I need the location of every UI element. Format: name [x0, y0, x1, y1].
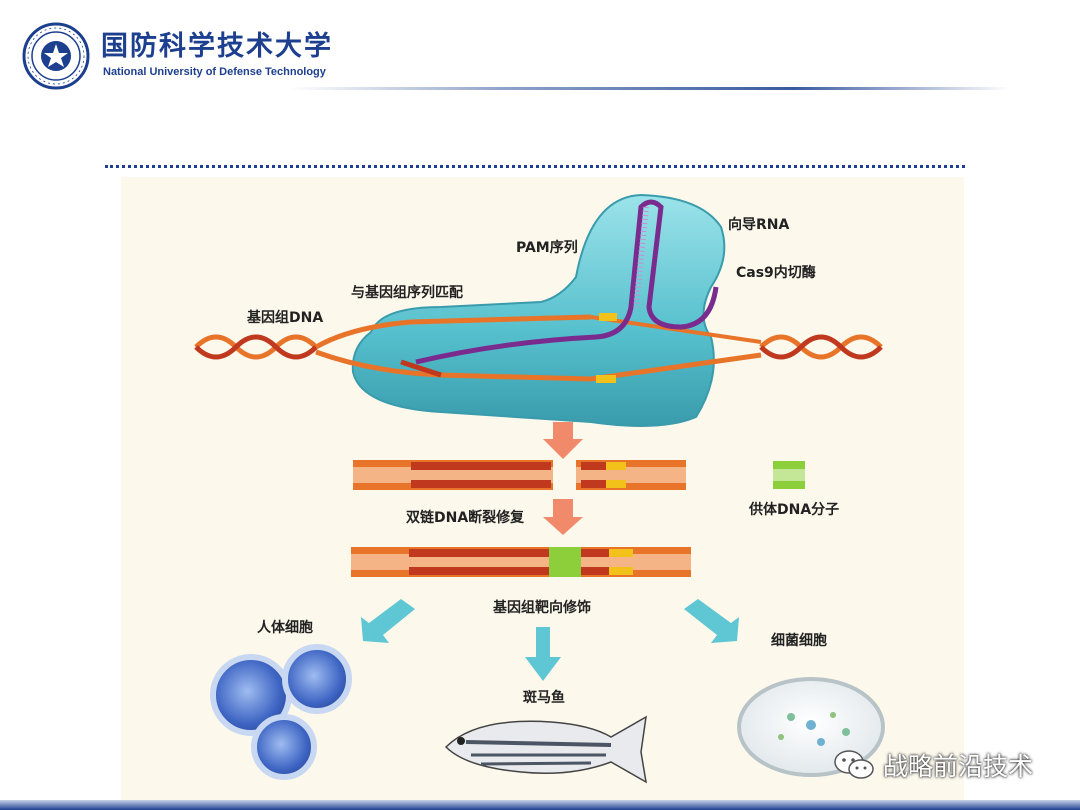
- label-bacteria-cells: 细菌细胞: [771, 633, 827, 649]
- zebrafish: [444, 715, 647, 784]
- slide-header: 国防科学技术大学 National University of Defense …: [0, 0, 1080, 100]
- arrow-repair: [543, 499, 583, 535]
- label-zebrafish: 斑马鱼: [523, 690, 565, 706]
- repaired-dna: [351, 547, 691, 577]
- university-name-cn: 国防科学技术大学: [101, 31, 333, 62]
- crispr-illustration: [194, 193, 885, 784]
- label-guide-rna: 向导RNA: [728, 217, 790, 233]
- university-name-en: National University of Defense Technolog…: [103, 66, 326, 78]
- label-genomic-dna: 基因组DNA: [247, 310, 324, 326]
- label-human-cells: 人体细胞: [257, 620, 313, 636]
- genomic-dna-helix-right: [759, 334, 883, 360]
- arrow-to-bacteria: [684, 599, 739, 643]
- guide-rna: [415, 199, 719, 365]
- footer-bar: [0, 800, 1080, 810]
- genomic-dna-helix-left: [194, 334, 318, 360]
- header-divider: [290, 87, 1010, 90]
- label-targeted-modification: 基因组靶向修饰: [493, 600, 591, 616]
- label-cas9: Cas9内切酶: [736, 265, 816, 281]
- arrow-to-zebrafish: [525, 627, 561, 681]
- title-dotted-rule: [105, 165, 965, 168]
- wechat-icon: [834, 750, 874, 779]
- crispr-diagram: 向导RNA PAM序列 Cas9内切酶 与基因组序列匹配 基因组DNA 供体DN…: [121, 177, 964, 800]
- human-cells: [210, 644, 352, 780]
- donor-dna-molecule: [773, 461, 805, 489]
- dna-strands-in-cas9: [314, 313, 762, 383]
- cleaved-dna: [353, 460, 686, 490]
- cas9-protein: [351, 193, 726, 427]
- label-donor-dna: 供体DNA分子: [749, 502, 840, 518]
- arrow-cleavage: [543, 422, 583, 459]
- arrow-to-human-cells: [361, 599, 415, 643]
- label-genome-match: 与基因组序列匹配: [351, 285, 463, 301]
- university-seal-logo: [22, 22, 90, 90]
- label-dsb-repair: 双链DNA断裂修复: [406, 510, 525, 526]
- watermark: 战略前沿技术: [833, 745, 1053, 785]
- watermark-text: 战略前沿技术: [883, 752, 1034, 781]
- label-pam: PAM序列: [516, 240, 578, 256]
